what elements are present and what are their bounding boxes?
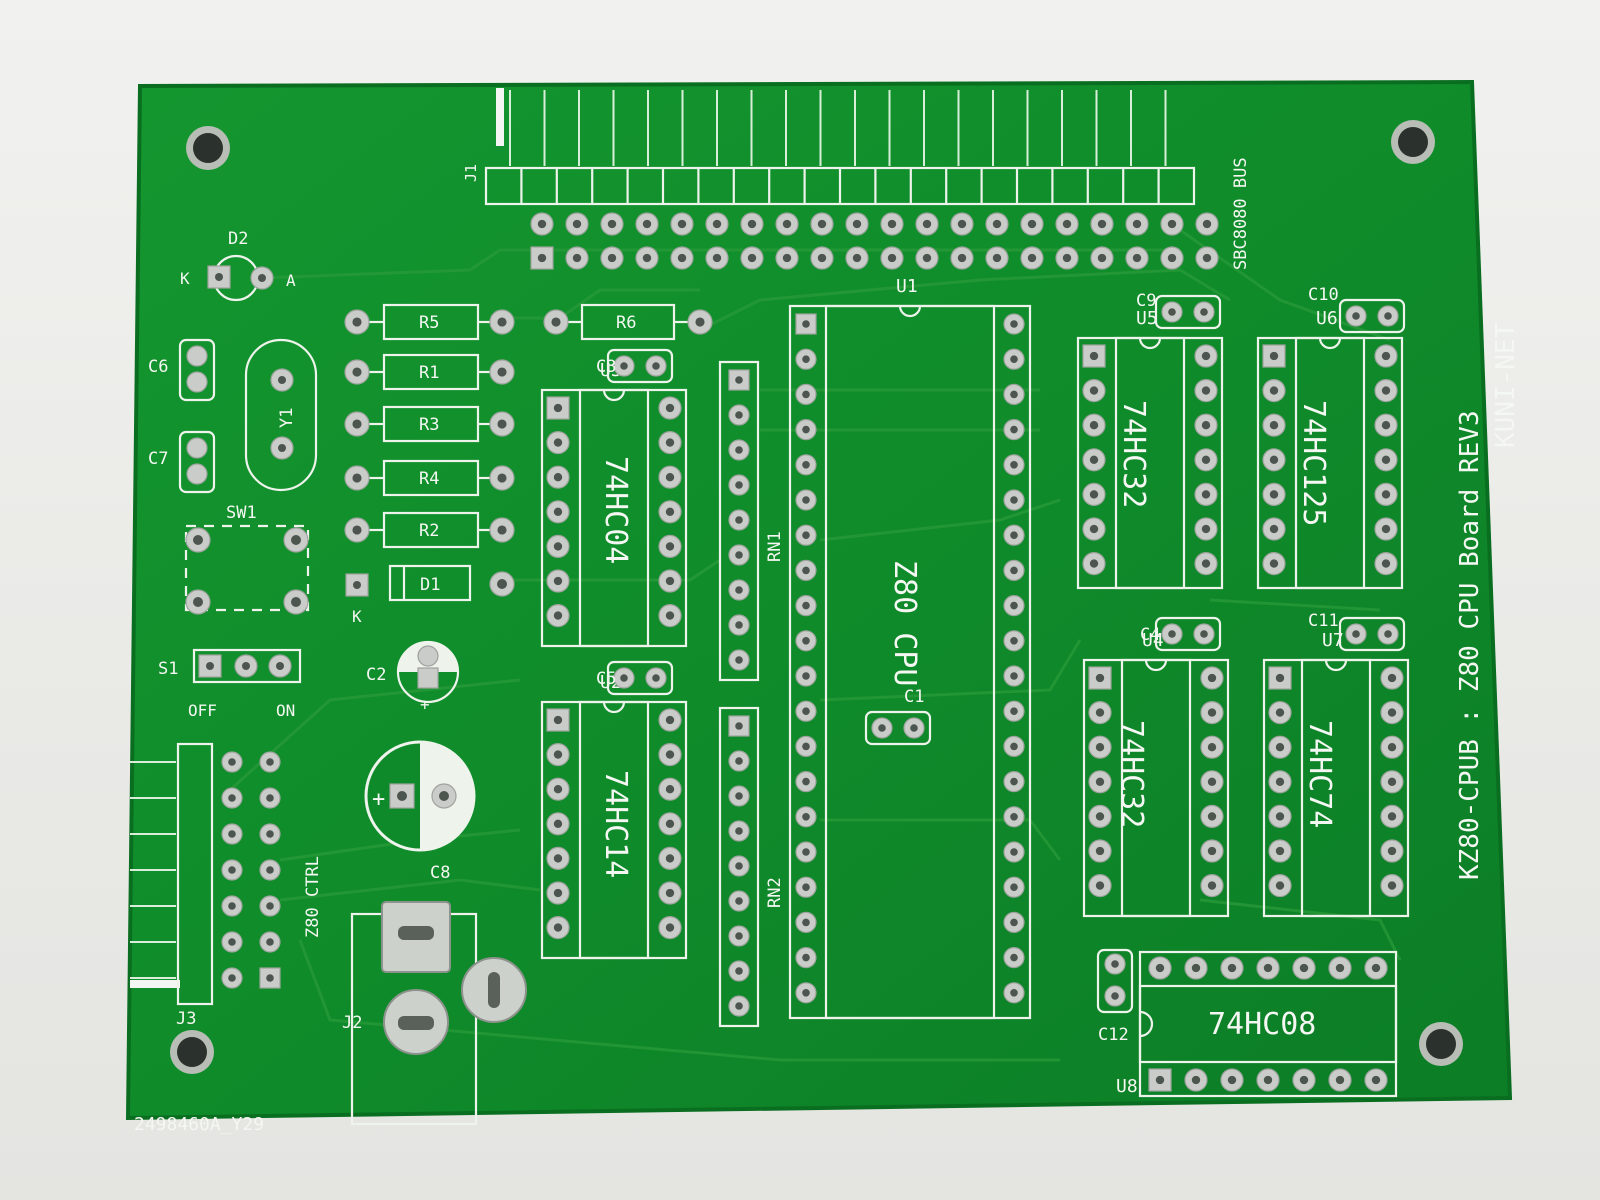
ic-ref-label: U5 [1136, 308, 1158, 329]
cap-ref-label: C11 [1308, 611, 1339, 631]
resistor-r6: R6 [543, 303, 713, 341]
capacitor-c1: C1 [864, 687, 932, 746]
resistor-label: R4 [419, 469, 439, 489]
c8-plus: + [372, 787, 385, 812]
y1-ref: Y1 [277, 408, 297, 428]
resistor-r1: R1 [344, 353, 515, 391]
c8-ref: C8 [430, 863, 450, 883]
led-d2: D2 K A [180, 229, 296, 302]
capacitor-c5: C5 [596, 660, 674, 696]
d1-ref: D1 [420, 575, 440, 595]
resistor-label: R1 [419, 363, 439, 383]
ic-part-label: 74HC32 [1114, 720, 1149, 828]
j1-ref: J1 [462, 164, 480, 182]
connector-j3: J3 Z80 CTRL [130, 742, 323, 1029]
ic-ref-label: U4 [1142, 630, 1164, 651]
rn-ref-label: RN1 [765, 531, 785, 562]
j3-ctrl-label: Z80 CTRL [303, 856, 323, 938]
j3-ref: J3 [176, 1009, 196, 1029]
d2-a-label: A [286, 271, 296, 290]
ic-ref-label: U7 [1322, 630, 1344, 651]
c2-ref: C2 [366, 665, 386, 685]
pcb-board [128, 82, 1510, 1118]
ic-part-label: Z80 CPU [887, 560, 922, 686]
mounting-holes [170, 120, 1463, 1074]
ic-part-label: 74HC14 [598, 770, 633, 878]
ic-part-label: 74HC08 [1208, 1007, 1316, 1042]
resistor-label: R5 [419, 313, 439, 333]
ic-ref-label: U8 [1116, 1076, 1138, 1097]
s1-ref: S1 [158, 659, 178, 679]
capacitor-c12: C12 [1096, 948, 1134, 1045]
ic-u7: U7 74HC74 [1262, 630, 1410, 918]
ic-ref-label: U1 [896, 276, 918, 297]
s1-off-label: OFF [188, 701, 217, 720]
c7-ref: C7 [148, 449, 168, 469]
board-serial: 2498460A_Y29 [134, 1114, 264, 1135]
capacitor-c7: C7 [148, 430, 216, 494]
d2-ref: D2 [228, 229, 248, 249]
resistor-r3: R3 [344, 405, 515, 443]
ic-u4: U4 74HC32 [1082, 630, 1230, 918]
ic-u6: U6 74HC125 [1256, 308, 1404, 590]
resistor-r2: R2 [344, 511, 515, 549]
cap-ref-label: C12 [1098, 1025, 1129, 1045]
ic-part-label: 74HC04 [598, 456, 633, 564]
resistor-network-rn2: RN2 [718, 706, 785, 1028]
switch-s1: S1 OFF ON [158, 648, 302, 720]
capacitor-c3: C3 [596, 348, 674, 384]
d1-k-label: K [352, 607, 362, 626]
capacitor-c11: C11 [1308, 611, 1406, 652]
cap-ref-label: C10 [1308, 285, 1339, 305]
j1-bus-label: SBC8080 BUS [1231, 157, 1251, 270]
rn-ref-label: RN2 [765, 877, 785, 908]
resistor-label: R6 [616, 313, 636, 333]
j2-ref: J2 [342, 1013, 362, 1033]
resistor-label: R2 [419, 521, 439, 541]
s1-on-label: ON [276, 701, 295, 720]
cap-ref-label: C3 [596, 357, 616, 377]
capacitor-c4: C4 [1140, 616, 1222, 652]
resistor-label: R3 [419, 415, 439, 435]
ic-part-label: 74HC32 [1116, 400, 1151, 508]
capacitor-c8: + C8 [364, 740, 476, 883]
cap-ref-label: C4 [1140, 625, 1160, 645]
capacitor-c2: C2 + [366, 640, 460, 714]
capacitor-c10: C10 [1308, 285, 1406, 334]
d2-k-label: K [180, 269, 190, 288]
board-maker: KUNI-NET [1491, 322, 1521, 448]
c6-ref: C6 [148, 357, 168, 377]
resistor-network-rn1: RN1 [718, 360, 785, 682]
sw1-ref: SW1 [226, 503, 257, 523]
ic-ref-label: U6 [1316, 308, 1338, 329]
connector-j1: J1 SBC8080 BUS [462, 88, 1251, 270]
connector-j2: J2 [342, 901, 527, 1126]
c2-plus: + [420, 695, 430, 714]
resistor-r5: R5 [344, 303, 515, 341]
ic-part-label: 74HC125 [1296, 400, 1331, 526]
board-title: KZ80-CPUB : Z80 CPU Board REV3 [1455, 410, 1485, 880]
switch-sw1: SW1 [184, 503, 310, 615]
resistor-r4: R4 [344, 459, 515, 497]
cap-ref-label: C9 [1136, 291, 1156, 311]
diode-d1: D1 K [345, 564, 515, 626]
cap-ref-label: C5 [596, 669, 616, 689]
cap-ref-label: C1 [904, 687, 924, 707]
capacitor-c6: C6 [148, 338, 216, 402]
capacitor-c9: C9 [1136, 291, 1222, 330]
ic-u5: U5 74HC32 [1076, 308, 1224, 590]
crystal-y1: Y1 [244, 338, 318, 492]
ic-part-label: 74HC74 [1302, 720, 1337, 828]
